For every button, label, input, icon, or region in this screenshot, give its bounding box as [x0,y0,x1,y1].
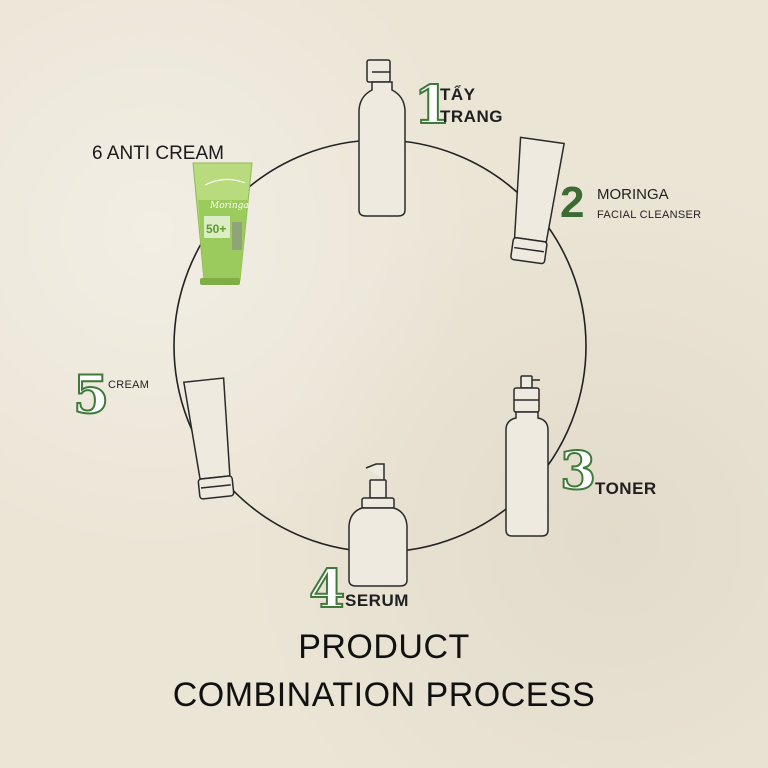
tube-brand-text: Moringa [209,201,249,211]
step-2-label-line2: FACIAL CLEANSER [597,209,702,221]
tube-spf-text: 50+ [206,222,226,236]
step-6-label: 6 ANTI CREAM [92,143,224,164]
step-1-label-line1: TẨY [440,85,476,104]
page-title-line1: PRODUCT [298,628,470,666]
step-5-label: CREAM [108,379,150,391]
pump-bottle-4-icon [348,463,408,587]
step-2-number: 2 [560,178,585,227]
spray-bottle-3-icon [505,375,549,537]
sunscreen-tube-icon [192,162,253,285]
step-3-label: TONER [595,479,657,498]
page-title-line2: COMBINATION PROCESS [172,676,596,714]
step-4-number: 4 [308,559,346,620]
step-1-number: 1 [413,75,451,136]
step-4-label: SERUM [345,591,409,610]
step-5-number: 5 [72,365,110,426]
step-3-number: 3 [559,441,597,502]
step-2-label-line1: MORINGA [597,186,669,203]
step-1-label-line2: TRANG [440,107,503,126]
tube-2-icon [510,136,566,265]
tube-5-icon [182,377,235,500]
bottle-1-icon [358,59,406,217]
